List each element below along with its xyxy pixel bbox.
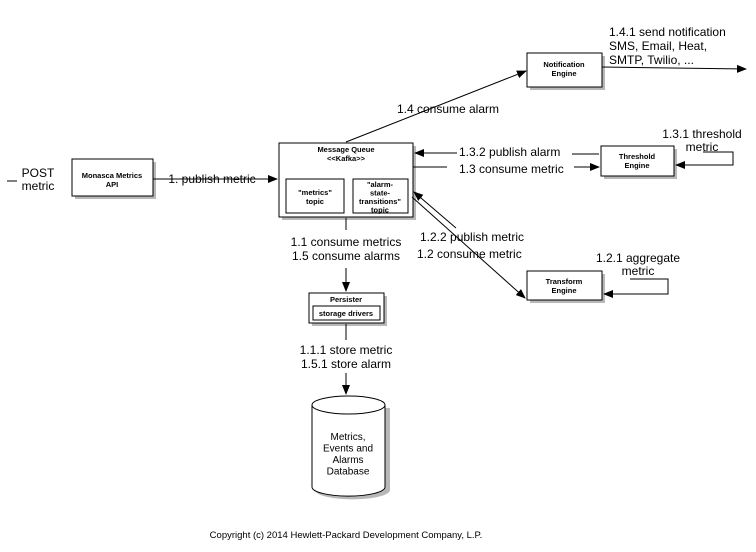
publish-alarm-label: 1.3.2 publish alarm	[459, 145, 560, 159]
metrics-topic-box	[285, 178, 345, 214]
publish-metric-label: 1. publish metric	[168, 172, 255, 186]
alarm-state-transitions-topic-label: "alarm-state-transitions"topic	[359, 180, 401, 215]
aggregate-loop-arrow	[603, 278, 669, 298]
message-queue-title: Message Queue<<Kafka>>	[317, 145, 374, 163]
storage-drivers-label: storage drivers	[319, 309, 373, 318]
metrics-topic-label: "metrics"topic	[298, 188, 332, 206]
database-cylinder	[311, 395, 391, 500]
send-notification-arrow	[601, 64, 747, 73]
publish-metric-122-label: 1.2.2 publish metric	[420, 230, 524, 244]
persister-label: Persister	[330, 295, 362, 304]
alarm-state-transitions-topic-box	[352, 178, 409, 214]
consume-alarm-label: 1.4 consume alarm	[397, 102, 499, 116]
monasca-metrics-api-box	[71, 158, 154, 197]
transform-engine-box	[526, 270, 603, 301]
consume-metric-13-label: 1.3 consume metric	[459, 162, 564, 176]
threshold-engine-box	[600, 145, 675, 177]
consume-metric-12-arrow	[411, 196, 526, 299]
copyright-text: Copyright (c) 2014 Hewlett-Packard Devel…	[210, 530, 483, 541]
consume-alarm-arrow	[345, 70, 527, 143]
consume-metric-12-label: 1.2 consume metric	[417, 247, 522, 261]
notification-engine-box	[526, 52, 603, 88]
threshold-loop-arrow	[675, 151, 734, 169]
storage-drivers-box	[312, 305, 381, 321]
publish-metric-122-arrow	[413, 191, 457, 229]
